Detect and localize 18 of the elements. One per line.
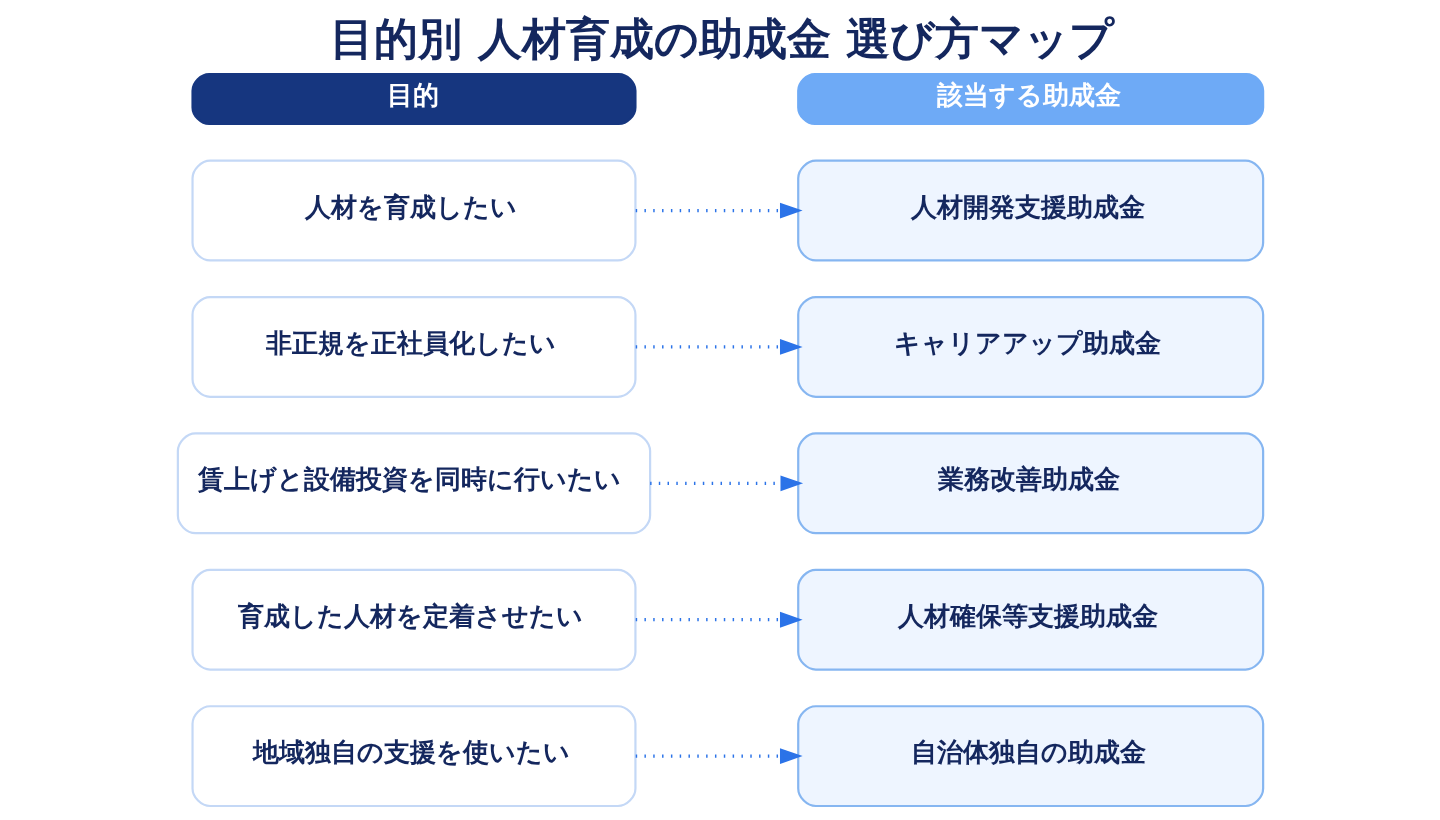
arrow (649, 475, 803, 492)
node-box: 該当する助成金 (796, 73, 1264, 126)
node-box: 自治体独自の助成金 (796, 705, 1264, 808)
node-box: 人材開発支援助成金 (796, 159, 1264, 262)
node-box: 人材確保等支援助成金 (796, 568, 1264, 671)
arrow (635, 339, 803, 355)
node-box: 業務改善助成金 (796, 432, 1264, 535)
node-box: 人材を育成したい (190, 159, 637, 262)
arrow (635, 202, 803, 219)
node-box: キャリアアップ助成金 (796, 295, 1264, 398)
arrow (635, 611, 803, 628)
node-box: 非正規を正社員化したい (190, 295, 637, 398)
arrow (635, 748, 803, 765)
node-box: 目的 (190, 73, 637, 126)
node-box: 賃上げと設備投資を同時に行いたい (176, 432, 651, 535)
node-box: 地域独自の支援を使いたい (190, 705, 637, 808)
diagram-title: 目的別 人材育成の助成金 選び方マップ (329, 12, 1114, 64)
node-box: 育成した人材を定着させたい (190, 568, 637, 671)
